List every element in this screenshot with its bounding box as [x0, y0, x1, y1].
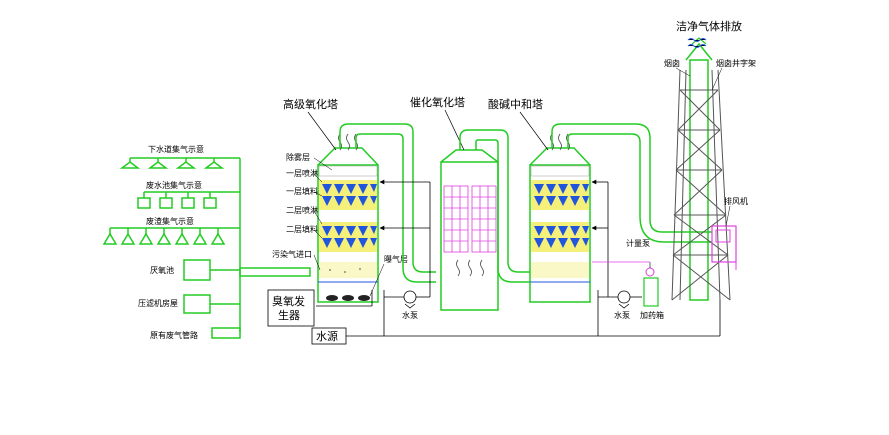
chimney-frame-label: 烟囱井字架	[716, 58, 756, 68]
pump-2	[597, 290, 642, 312]
demist-label: 除雾层	[286, 152, 310, 162]
dosing-box	[592, 261, 659, 307]
collection-network	[102, 157, 311, 339]
water-source-box	[311, 327, 347, 345]
exhaust-fan-label: 排风机	[724, 196, 748, 206]
exhaust-fan	[711, 225, 737, 270]
connector-pipe-3	[551, 123, 712, 243]
packing-2-label: 二层填料	[286, 224, 318, 234]
spray-1-label: 一层喷淋	[286, 168, 318, 178]
sludge-gas-label: 废渣集气示意	[146, 216, 194, 226]
pump-1	[383, 290, 431, 310]
dosing-box-label: 加药箱	[640, 310, 664, 320]
wastewater-pool-gas-label: 废水池集气示意	[146, 180, 202, 190]
existing-pipeline-label: 原有废气管路	[150, 330, 198, 340]
water-source-lines	[316, 290, 721, 337]
filter-press-room-label: 压滤机房屋	[138, 298, 178, 308]
ozone-generator-box	[267, 289, 315, 327]
catalytic-oxidation-title: 催化氧化塔	[410, 95, 465, 109]
acid-base-title: 酸碱中和塔	[488, 97, 543, 111]
chimney-label: 烟囱	[664, 58, 680, 68]
sludge-hoods	[102, 228, 226, 245]
filter-press-box	[183, 294, 211, 314]
ozone-generator-label: 臭氧发 生器	[272, 294, 309, 322]
chimney-frame	[671, 69, 731, 301]
sewer-hoods	[119, 158, 225, 169]
anaerobic-pool-label: 厌氧池	[150, 265, 174, 275]
spray-feed-lines	[379, 179, 609, 290]
connector-pipe-1	[339, 123, 436, 283]
polluted-inlet-label: 污染气进口	[272, 249, 312, 259]
packing-1-label: 一层填料	[286, 186, 318, 196]
catalytic-oxidation-tower	[440, 149, 499, 311]
wastewater-pool-boxes	[137, 192, 217, 209]
clean-gas-label: 洁净气体排放	[676, 19, 742, 33]
meter-pump-label: 计量泵	[626, 238, 650, 248]
acid-base-tower	[529, 133, 591, 303]
advanced-oxidation-tower	[317, 133, 379, 303]
main-inlet-pipe	[239, 267, 311, 277]
ozone-layer-label: 曝气层	[384, 254, 408, 264]
anaerobic-pool-box	[183, 259, 211, 281]
water-pump-2-label: 水泵	[614, 310, 630, 320]
sewer-gas-label: 下水道集气示意	[148, 144, 204, 154]
chimney	[685, 37, 713, 301]
connector-pipe-2	[459, 129, 530, 283]
existing-pipe-box	[211, 327, 241, 339]
water-source-label: 水源	[316, 329, 338, 343]
water-pump-1-label: 水泵	[402, 310, 418, 320]
advanced-oxidation-title: 高级氧化塔	[283, 97, 338, 111]
spray-2-label: 二层喷淋	[286, 205, 318, 215]
ozone-generator-label-line-2: 生器	[278, 308, 300, 322]
